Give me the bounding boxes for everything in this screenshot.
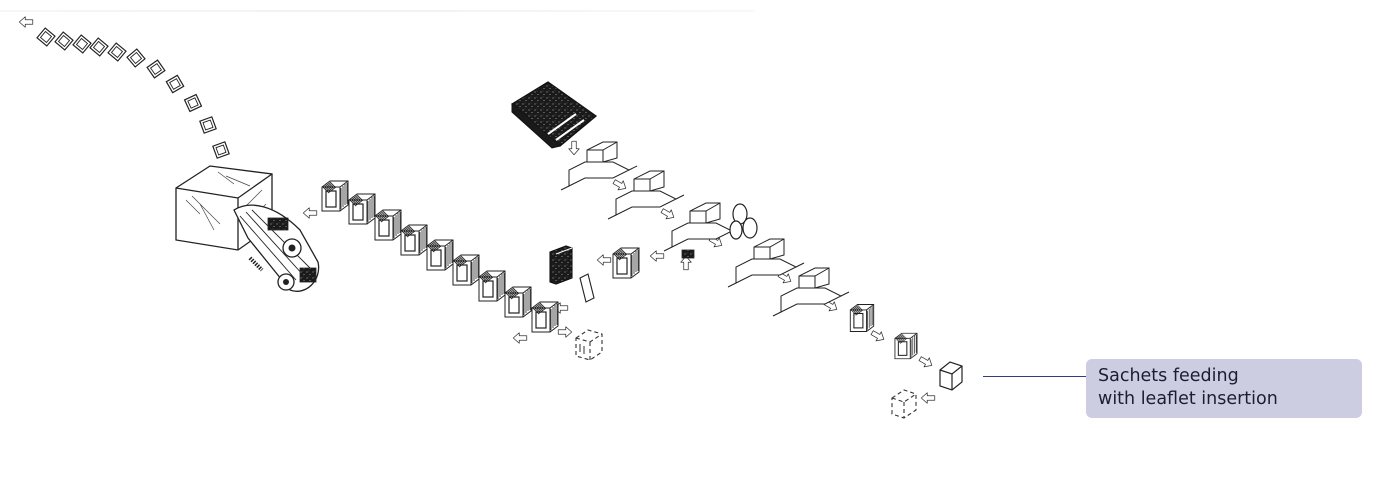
rejected-stack-icon <box>575 329 603 361</box>
sachet-stack-icon <box>478 270 506 302</box>
carton-closing-icon <box>849 303 875 333</box>
sachet-icon <box>208 137 234 163</box>
sachet-icon <box>180 90 206 116</box>
hollow-arrow-icon <box>917 353 935 371</box>
sachet-stack-icon <box>321 180 349 212</box>
callout-leader-line <box>983 376 1086 377</box>
small-part-icon <box>681 249 695 259</box>
hollow-arrow-icon <box>920 392 936 404</box>
header-rule <box>0 10 755 12</box>
sachet-stack-icon <box>612 247 640 279</box>
sachet-stack-icon <box>504 286 532 318</box>
sachet-stack-icon <box>400 224 428 256</box>
callout-line-1: Sachets feeding <box>1098 366 1239 386</box>
hollow-arrow-icon <box>512 332 528 344</box>
hollow-arrow-icon <box>557 326 573 338</box>
hollow-arrow-icon <box>18 16 34 28</box>
sachet-icon <box>195 112 221 138</box>
hollow-arrow-icon <box>869 327 887 345</box>
hollow-arrow-icon <box>302 207 318 219</box>
leaflet-stack-icon <box>549 245 573 285</box>
sachet-stack-icon <box>452 254 480 286</box>
hollow-arrow-icon <box>611 176 629 194</box>
carton-icon <box>607 170 685 220</box>
carton-sequence <box>560 141 918 360</box>
closed-carton-icon <box>939 361 963 391</box>
sachet-icon <box>35 26 57 48</box>
rejected-carton-icon <box>891 389 917 419</box>
carton-icon <box>727 238 805 288</box>
sachet-stack-icon <box>348 193 376 225</box>
sachet-stacks <box>321 180 640 333</box>
sachet-stack-icon <box>374 209 402 241</box>
sachet-icon <box>163 72 187 96</box>
hollow-arrow-icon <box>649 250 665 262</box>
carton-icon <box>663 202 741 252</box>
sachet-icon <box>106 41 128 63</box>
robot-picker-icon <box>233 204 320 292</box>
leaflet-icon <box>579 273 595 303</box>
sachet-icon <box>53 30 75 52</box>
hollow-arrow-icon <box>596 254 612 266</box>
sachet-chain <box>35 26 234 163</box>
sachet-stack-icon <box>531 301 559 333</box>
callout-label: Sachets feeding with leaflet insertion <box>1086 359 1362 418</box>
callout-line-2: with leaflet insertion <box>1098 389 1278 409</box>
sachet-icon <box>125 47 147 69</box>
sachet-stack-icon <box>426 239 454 271</box>
carton-magazine-icon <box>510 81 598 149</box>
hollow-arrow-icon <box>659 205 677 223</box>
carton-closing-icon <box>894 332 918 360</box>
rotary-folder-icon <box>729 203 758 240</box>
sachet-icon <box>144 57 168 81</box>
sachet-icon <box>71 33 93 55</box>
sachet-icon <box>88 36 110 58</box>
hollow-arrow-icon <box>568 140 580 156</box>
